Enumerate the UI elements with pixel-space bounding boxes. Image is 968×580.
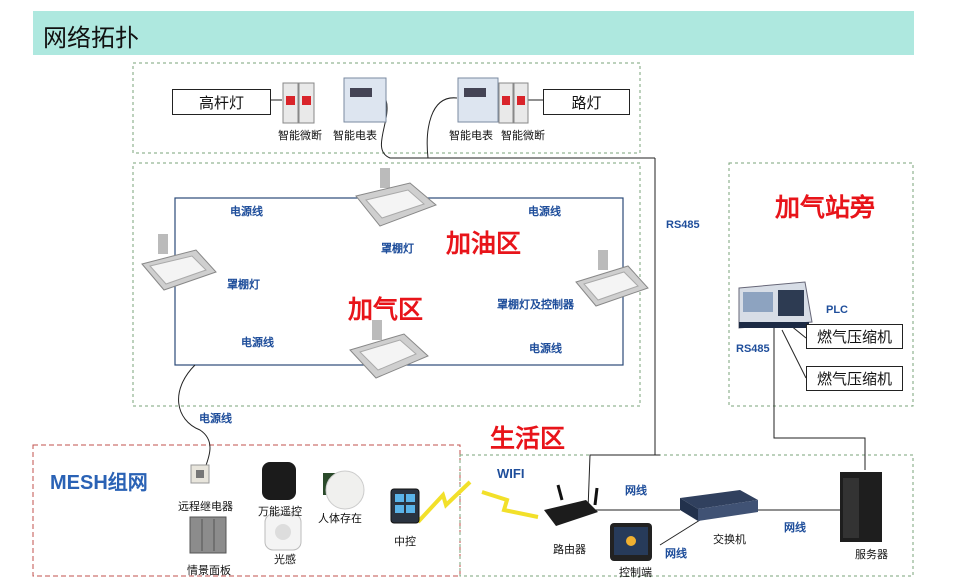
title-bar: 网络拓扑 xyxy=(33,11,914,55)
breaker-right-label: 智能微断 xyxy=(501,130,545,142)
canopy-light-label-top: 罩棚灯 xyxy=(381,243,414,255)
canopy-light-left xyxy=(141,234,217,291)
zone-gas-title: 加气区 xyxy=(348,296,424,324)
breaker-left-label: 智能微断 xyxy=(278,130,322,142)
canopy-light-controller-label: 罩棚灯及控制器 xyxy=(497,299,574,311)
canopy-light-bottom xyxy=(349,320,429,379)
presence-label: 人体存在 xyxy=(318,513,362,525)
console-label: 控制端 xyxy=(619,567,652,579)
breaker-right xyxy=(498,82,529,124)
plc-cabinet xyxy=(738,281,813,329)
scene-panel-device xyxy=(189,516,227,554)
plc-server-link xyxy=(773,325,866,470)
scene-panel-label: 情景面板 xyxy=(187,565,231,577)
zone-refuel-title: 加油区 xyxy=(446,230,522,258)
canopy-light-right xyxy=(575,250,649,307)
breaker-left xyxy=(282,82,315,124)
plc-label: PLC xyxy=(826,304,848,316)
relay-label: 远程继电器 xyxy=(178,501,233,513)
zone-living-title: 生活区 xyxy=(490,425,566,453)
light-sensor-label: 光感 xyxy=(274,554,296,566)
canopy-light-top xyxy=(355,168,437,227)
network-cable-label-console: 网线 xyxy=(665,548,687,560)
central-control-device xyxy=(390,488,420,524)
switch-device xyxy=(680,490,758,521)
wifi-bolt-left xyxy=(416,480,472,524)
wifi-bolt-right xyxy=(481,490,539,519)
router-bus xyxy=(587,454,660,511)
high-pole-light-box: 高杆灯 xyxy=(172,89,271,115)
router-label: 路由器 xyxy=(553,544,586,556)
switch-label: 交换机 xyxy=(713,534,746,546)
central-control-label: 中控 xyxy=(394,536,416,548)
ceiling-sensor-device xyxy=(325,470,365,510)
canopy-light-label-left: 罩棚灯 xyxy=(227,279,260,291)
rs485-label-main: RS485 xyxy=(666,219,700,231)
universal-remote-label: 万能遥控 xyxy=(258,506,302,518)
rs485-label-plc: RS485 xyxy=(736,343,770,355)
wifi-label: WIFI xyxy=(497,466,525,481)
fuel-gas-zone xyxy=(132,162,641,407)
server-label: 服务器 xyxy=(855,549,888,561)
compressor-box-1: 燃气压缩机 xyxy=(806,324,903,349)
plc-compressor-2 xyxy=(781,329,807,379)
meter-left-label: 智能电表 xyxy=(333,130,377,142)
compressor-box-2: 燃气压缩机 xyxy=(806,366,903,391)
relay-device xyxy=(190,464,210,484)
station-side-zone xyxy=(728,162,914,407)
street-light-zone xyxy=(132,62,641,154)
zone-station-title: 加气站旁 xyxy=(775,194,876,222)
console-device xyxy=(610,523,652,561)
server-device xyxy=(840,472,882,542)
router-device xyxy=(544,484,599,526)
light-sensor-device xyxy=(264,513,302,551)
universal-remote-device xyxy=(262,462,296,500)
meter-left xyxy=(343,77,387,123)
power-line-to-relay xyxy=(178,364,211,469)
living-zone xyxy=(459,454,914,577)
power-line-label-top-left: 电源线 xyxy=(230,206,263,218)
meter-right xyxy=(457,77,499,123)
network-cable-label-router: 网线 xyxy=(625,485,647,497)
wire-meter-right xyxy=(426,97,458,159)
meter-right-label: 智能电表 xyxy=(449,130,493,142)
power-line-label-bottom-left: 电源线 xyxy=(241,337,274,349)
network-cable-label-server: 网线 xyxy=(784,522,806,534)
power-line-label-bottom-right: 电源线 xyxy=(529,343,562,355)
road-light-box: 路灯 xyxy=(543,89,630,115)
power-line-label-top-right: 电源线 xyxy=(528,206,561,218)
power-line-label-mesh: 电源线 xyxy=(199,413,232,425)
console-switch-cable xyxy=(659,519,701,546)
zone-mesh-title: MESH组网 xyxy=(50,472,148,494)
page-title: 网络拓扑 xyxy=(43,25,139,52)
